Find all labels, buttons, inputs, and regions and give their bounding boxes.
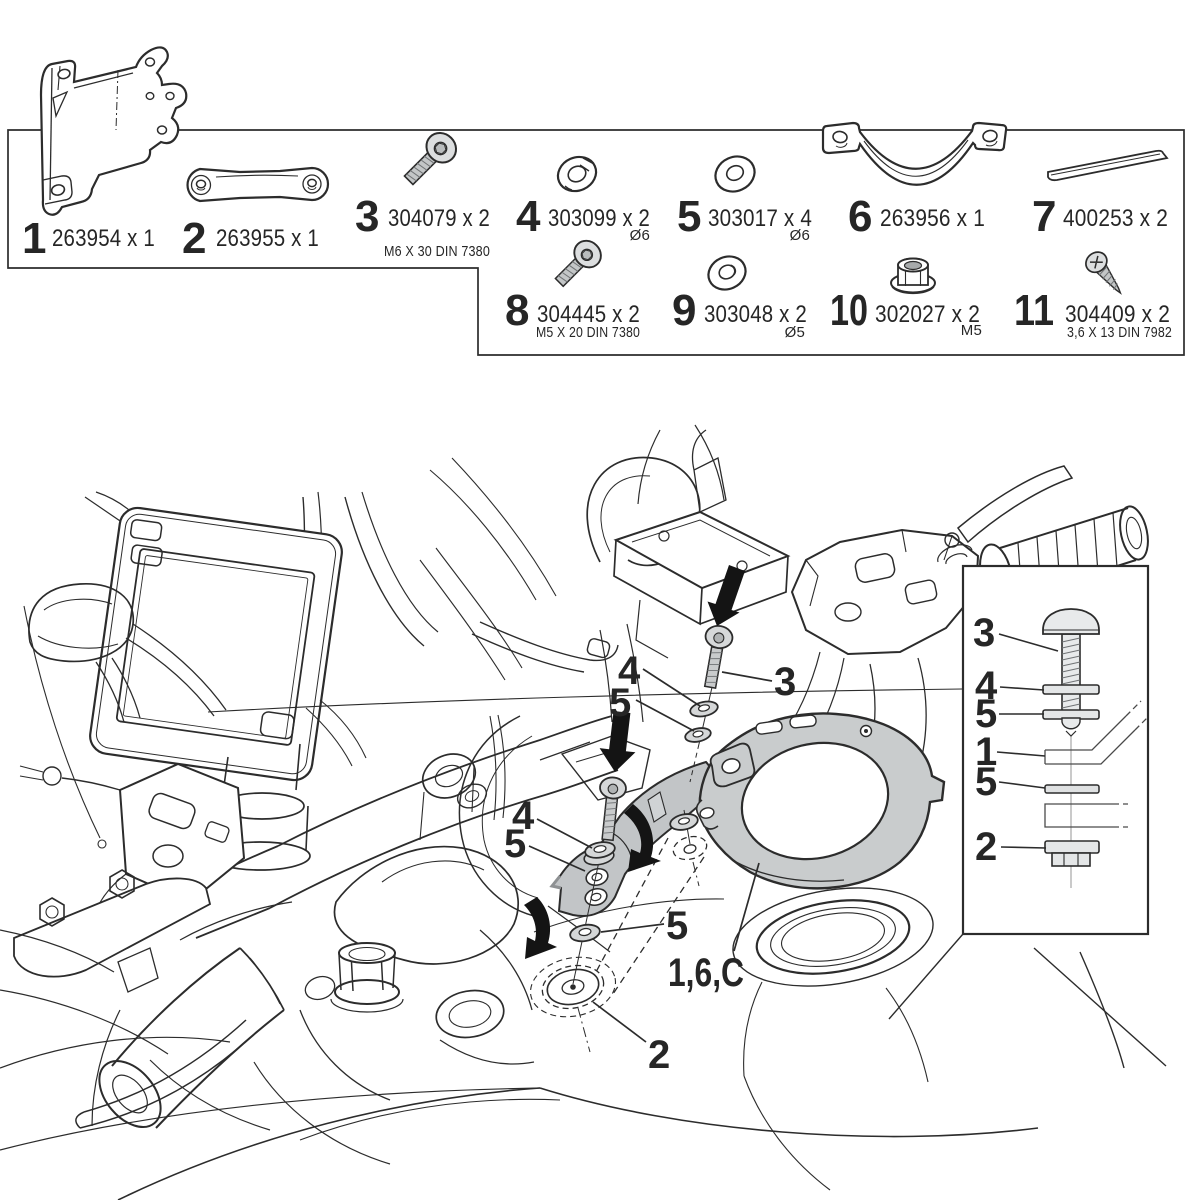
part-9-number: 9 [672, 286, 696, 335]
arrow-curved-low [524, 897, 557, 959]
part-4-code: 303099 x 2 [548, 205, 650, 232]
inset-panel: 3 4 5 1 5 2 [888, 564, 1150, 1020]
part-6-code: 263956 x 1 [880, 205, 985, 232]
fuel-filler-cap [732, 887, 934, 987]
inset-label-5a: 5 [975, 692, 997, 736]
callout-flat-washer-left: 5 [504, 822, 526, 866]
part-9-code: 303048 x 2 [704, 301, 807, 328]
part-drawing-screw-304409 [1085, 251, 1122, 295]
inset-label-1: 1 [975, 730, 997, 774]
part-drawing-spring-washer-303099 [556, 155, 598, 193]
part-drawing-flat-washer-303017 [714, 155, 756, 193]
assembly-illustration: 3 4 5 4 5 5 1,6,C 2 [0, 424, 1167, 1200]
part-4-number: 4 [516, 192, 541, 241]
callouts: 3 4 5 4 5 5 1,6,C 2 [504, 649, 796, 1077]
part-10-code: 302027 x 2 [875, 301, 980, 328]
part-2-number: 2 [182, 214, 206, 263]
part-8-spec: M5 X 20 DIN 7380 [536, 324, 640, 341]
callout-spring-washer-top: 4 [618, 649, 641, 693]
part-3-spec: M6 X 30 DIN 7380 [384, 243, 490, 260]
inset-callouts: 3 4 5 1 5 2 [973, 611, 1059, 869]
part-5-spec: Ø6 [790, 227, 810, 244]
part-5-code: 303017 x 4 [708, 205, 812, 232]
part-7-code: 400253 x 2 [1063, 205, 1168, 232]
cockpit-linework [0, 424, 1167, 1200]
part-4-spec: Ø6 [630, 227, 650, 244]
part-drawing-bolt-304079 [403, 131, 458, 186]
parts-labels-row2: 8 304445 x 2 M5 X 20 DIN 7380 9 303048 x… [505, 286, 1172, 341]
part-drawing-strip-400253 [1047, 149, 1169, 182]
instruction-arrows [524, 565, 745, 959]
inset-label-5b: 5 [975, 760, 997, 804]
part-5-number: 5 [677, 192, 701, 241]
part-3-number: 3 [355, 192, 379, 241]
part-drawing-bolt-304445 [554, 239, 602, 288]
part-3-code: 304079 x 2 [388, 205, 490, 232]
part-1-number: 1 [22, 214, 46, 263]
part-11-code: 304409 x 2 [1065, 301, 1170, 328]
parts-labels: 1 263954 x 1 2 263955 x 1 3 304079 x 2 M… [22, 192, 1168, 263]
part-8-code: 304445 x 2 [537, 301, 640, 328]
part-9-spec: Ø5 [785, 324, 805, 341]
part-7-number: 7 [1032, 192, 1056, 241]
part-11-spec: 3,6 X 13 DIN 7982 [1067, 324, 1172, 341]
part-8-number: 8 [505, 286, 529, 335]
exploded-top-chain [684, 625, 734, 783]
exploded-left-chain [569, 776, 627, 985]
inset-label-4: 4 [975, 664, 998, 708]
inset-label-3: 3 [973, 611, 995, 655]
arrow-curved-mid [624, 804, 661, 872]
callout-ring-assembly: 1,6,C [668, 951, 744, 995]
part-drawing-link-263955 [186, 166, 330, 203]
part-drawing-flat-washer-303048 [707, 255, 747, 291]
callout-flat-washer-top: 5 [609, 681, 631, 725]
part-6-number: 6 [848, 192, 872, 241]
callout-washer-under: 5 [666, 904, 688, 948]
bracket-part1-installed [549, 760, 715, 917]
part-11-number: 11 [1014, 286, 1054, 335]
callout-spring-washer-left: 4 [512, 794, 535, 838]
part-10-spec: M5 [961, 322, 982, 339]
inset-label-2: 2 [975, 825, 997, 869]
part-drawing-bracket-263954 [39, 46, 188, 216]
arrow-down-top [707, 565, 745, 626]
part-2-code: 263955 x 1 [216, 225, 319, 252]
part-1-code: 263954 x 1 [52, 225, 155, 252]
part-10-number: 10 [830, 286, 868, 335]
part-drawing-flange-nut-302027 [890, 257, 936, 295]
exploded-right-chain [669, 809, 699, 845]
tank-ring [695, 712, 946, 890]
inset-exploded-stack [1042, 608, 1148, 888]
arrow-down-left [599, 711, 636, 772]
part-drawing-curved-bracket-263956 [821, 121, 1008, 186]
parts-panel: 1 263954 x 1 2 263955 x 1 3 304079 x 2 M… [7, 46, 1185, 356]
callout-bolt-top: 3 [774, 660, 796, 704]
callout-link-plate: 2 [648, 1033, 670, 1077]
